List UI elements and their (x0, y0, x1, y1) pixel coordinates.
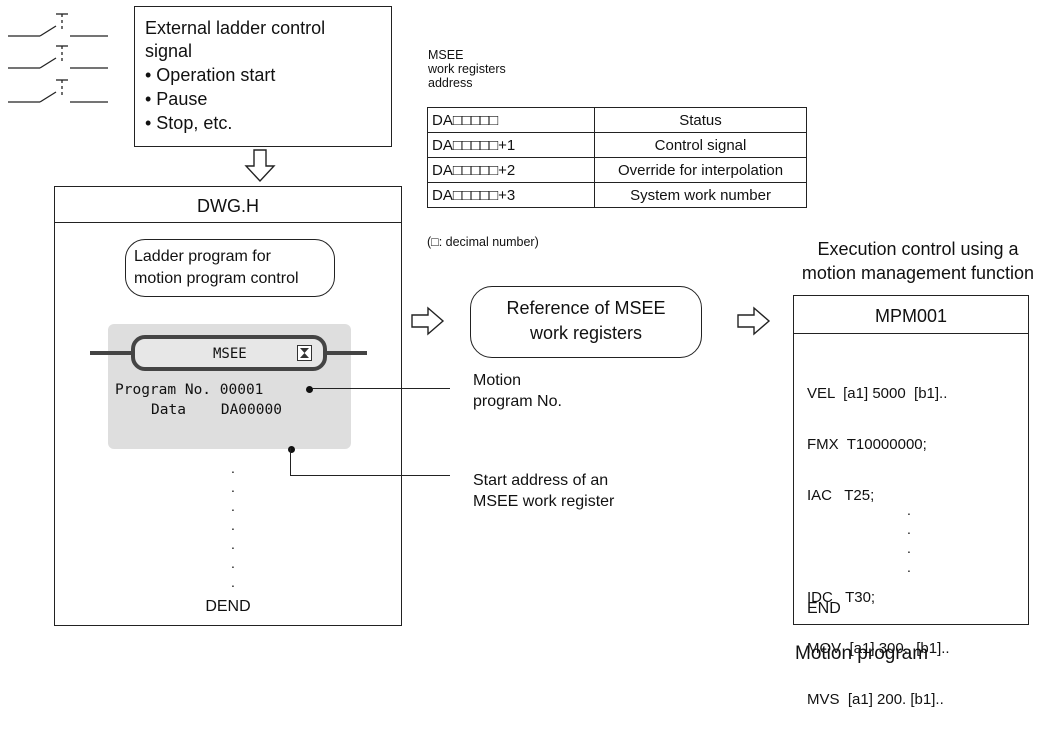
annotation-start-address: MSEE work register (473, 493, 615, 510)
signal-line: • Stop, etc. (145, 113, 233, 133)
code-line: VEL [a1] 5000 [b1].. (807, 385, 948, 402)
mpm-end: END (807, 600, 841, 617)
table-row: DA□□□□□ Status (427, 107, 807, 133)
caption-line: address (428, 76, 473, 90)
register-note: (□: decimal number) (427, 235, 539, 249)
code-line: MOV [a1] 300. [b1].. (807, 640, 950, 657)
code-line: FMX T10000000; (807, 436, 927, 453)
mpm-vertical-dots: . . . . (907, 502, 911, 575)
dwg-end: DEND (205, 598, 251, 615)
program-no-leader (312, 388, 450, 389)
ladder-rail-left (90, 351, 135, 355)
msee-block[interactable]: MSEE (131, 335, 327, 371)
data-dot (288, 446, 295, 453)
mpm-title: MPM001 (874, 306, 948, 326)
external-signal-box: External ladder control signal • Operati… (134, 6, 392, 147)
dwg-title-divider (55, 222, 401, 223)
caption-line: MSEE (428, 48, 464, 62)
register-description: Control signal (594, 132, 807, 158)
table-row: DA□□□□□+1 Control signal (427, 132, 807, 158)
reference-line: work registers (529, 323, 643, 343)
table-row: DA□□□□□+2 Override for interpolation (427, 157, 807, 183)
reference-bubble: Reference of MSEE work registers (470, 286, 702, 358)
execution-title-line: motion management function (801, 263, 1035, 283)
ladder-rail-right (323, 351, 367, 355)
program-no-dot (306, 386, 313, 393)
register-description: Status (594, 107, 807, 133)
signal-line: signal (145, 41, 193, 61)
caption-line: work registers (428, 62, 506, 76)
register-description: System work number (594, 182, 807, 208)
register-address: DA□□□□□+2 (427, 157, 595, 183)
msee-program-no: Program No. 00001 (115, 382, 264, 398)
bubble-line: motion program control (134, 270, 299, 287)
ladder-program-bubble: Ladder program for motion program contro… (125, 239, 335, 297)
annotation-program-no: Motion (473, 372, 522, 389)
msee-block-name: MSEE (213, 346, 247, 362)
register-caption: MSEE work registers address (428, 48, 506, 90)
annotation-program-no: program No. (473, 393, 562, 410)
register-description: Override for interpolation (594, 157, 807, 183)
code-line: IAC T25; (807, 487, 875, 504)
switch-symbols-icon (8, 13, 108, 103)
hourglass-icon (297, 345, 312, 361)
annotation-start-address: Start address of an (473, 472, 609, 489)
table-row: DA□□□□□+3 System work number (427, 182, 807, 208)
start-address-leader-v (290, 448, 291, 475)
dwg-vertical-dots: . . . . . . . (231, 460, 235, 590)
mpm001-box: MPM001 VEL [a1] 5000 [b1].. FMX T1000000… (793, 295, 1029, 708)
dwg-title: DWG.H (197, 196, 259, 216)
start-address-leader-h (290, 475, 450, 476)
code-line (807, 538, 950, 555)
register-address: DA□□□□□ (427, 107, 595, 133)
signal-line: • Operation start (145, 65, 276, 85)
register-address: DA□□□□□+3 (427, 182, 595, 208)
mpm-title-divider (794, 333, 1028, 334)
mpm-code: VEL [a1] 5000 [b1].. FMX T10000000; IAC … (807, 351, 950, 742)
execution-title-line: Execution control using a (817, 239, 1019, 259)
reference-line: Reference of MSEE (506, 298, 666, 318)
msee-data: Data DA00000 (151, 402, 282, 418)
down-arrow-icon (244, 149, 276, 183)
register-table: DA□□□□□ Status DA□□□□□+1 Control signal … (427, 107, 807, 208)
register-address: DA□□□□□+1 (427, 132, 595, 158)
signal-line: • Pause (145, 89, 208, 109)
bubble-line: Ladder program for (134, 248, 271, 265)
code-line: MVS [a1] 200. [b1].. (807, 691, 944, 708)
right-arrow-icon (737, 306, 771, 336)
dwg-h-box: DWG.H Ladder program for motion program … (54, 186, 402, 626)
right-arrow-icon (411, 306, 445, 336)
code-line: IDC T30; (807, 589, 876, 606)
signal-line: External ladder control (145, 18, 326, 38)
motion-program-label: Motion program (795, 643, 929, 664)
